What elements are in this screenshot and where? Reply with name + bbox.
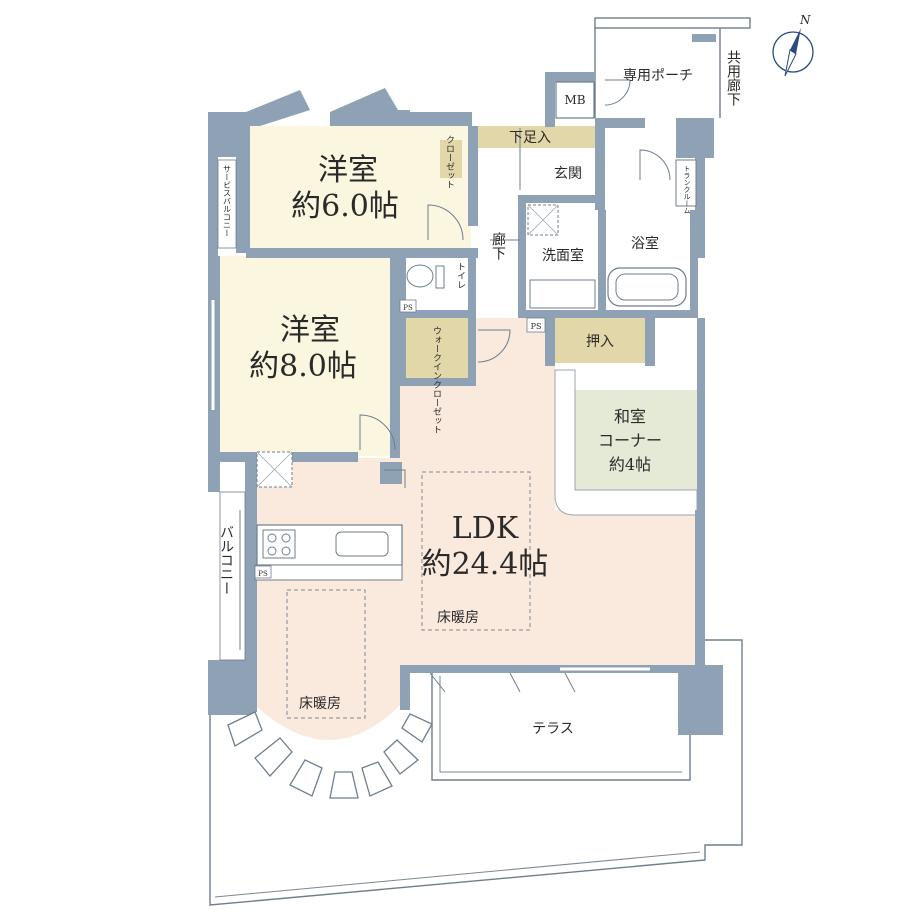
site-boundary <box>209 639 743 906</box>
walk-in-closet-floor <box>400 318 468 380</box>
ps-label-2: PS <box>531 322 542 331</box>
ps-label-1: PS <box>403 304 413 312</box>
compass-icon <box>772 28 814 77</box>
western-room-2-floor <box>218 256 398 456</box>
japanese-room-size: 約4帖 <box>609 455 651 474</box>
shoe-storage-label: 下足入 <box>509 130 551 146</box>
bay-window <box>227 711 433 799</box>
oshiire-floor <box>555 318 647 363</box>
mb-label: MB <box>564 93 585 107</box>
oshiire-label: 押入 <box>586 334 614 350</box>
fixtures <box>211 81 697 719</box>
site-boundary-inner <box>214 851 701 898</box>
western-room-1-floor <box>246 126 471 248</box>
japanese-room-name2: コーナー <box>598 431 662 450</box>
ldk-floor-heating: 床暖房 <box>437 610 479 626</box>
common-corridor-label: 共用廊下 <box>725 50 741 106</box>
compass-label: N <box>799 13 811 27</box>
service-balcony-label: サービスバルコニー <box>223 165 232 237</box>
dining-floor-heating: 床暖房 <box>299 696 341 712</box>
closet-1-floor <box>440 140 462 178</box>
closet-label: クローゼット <box>444 135 455 189</box>
porch-canopy <box>594 17 751 29</box>
western-room-1-name: 洋室 <box>318 153 378 188</box>
bathroom-label: 浴室 <box>631 235 659 252</box>
toilet-label: トイレ <box>455 262 466 289</box>
balcony-label: バルコニー <box>218 525 234 595</box>
shoe-storage-floor <box>475 126 595 148</box>
ldk-size: 約24.4帖 <box>422 547 549 582</box>
western-room-1-size: 約6.0帖 <box>291 189 399 224</box>
walk-in-closet-label: ウォークインクローゼット <box>431 326 442 434</box>
terrace-label: テラス <box>532 721 574 737</box>
japanese-room-name: 和室 <box>614 407 646 426</box>
hallway-label: 廊下 <box>490 231 506 260</box>
japanese-room-step <box>554 369 698 516</box>
porch-column <box>692 34 716 42</box>
private-porch-label: 専用ポーチ <box>623 68 693 84</box>
doors <box>359 79 671 693</box>
trunk-room-label: トランクルーム <box>683 165 691 214</box>
terrace-outline-inner <box>439 676 682 773</box>
western-room-2-size: 約8.0帖 <box>249 349 357 384</box>
ps-label-3: PS <box>258 570 268 578</box>
washroom-label: 洗面室 <box>542 247 584 264</box>
entrance-label: 玄関 <box>554 165 582 182</box>
ldk-floor <box>255 318 700 740</box>
ldk-name: LDK <box>452 511 519 546</box>
western-room-2-name: 洋室 <box>280 313 340 348</box>
japanese-room-floor <box>575 390 697 490</box>
